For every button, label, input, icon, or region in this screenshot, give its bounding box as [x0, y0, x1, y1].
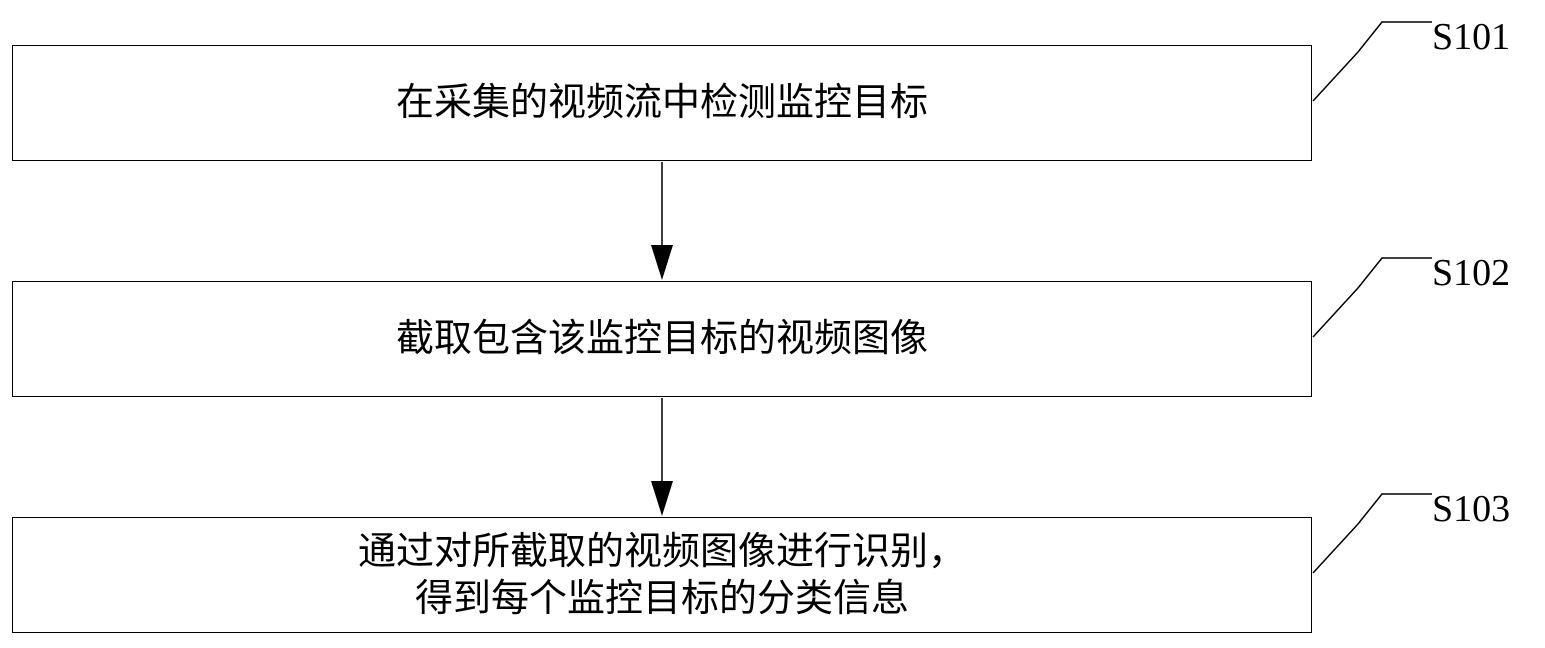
step-label-s103: S103 — [1432, 488, 1511, 530]
step-text-line-1: 通过对所截取的视频图像进行识别， — [357, 528, 966, 573]
step-label-s101: S101 — [1432, 16, 1511, 58]
step-text: 截取包含该监控目标的视频图像 — [395, 316, 928, 361]
leader-line-s101 — [1312, 21, 1432, 102]
step-box-s102: 截取包含该监控目标的视频图像 — [12, 281, 1312, 397]
step-box-s101: 在采集的视频流中检测监控目标 — [12, 45, 1312, 161]
step-text: 在采集的视频流中检测监控目标 — [395, 80, 928, 125]
leader-line-s102 — [1312, 257, 1432, 338]
arrowhead-2-3 — [651, 481, 673, 516]
step-text-line-2: 得到每个监控目标的分类信息 — [414, 576, 909, 620]
step-box-s103: 通过对所截取的视频图像进行识别， 得到每个监控目标的分类信息 — [12, 517, 1312, 633]
step-label-s102: S102 — [1432, 252, 1511, 294]
arrowhead-1-2 — [651, 245, 673, 280]
leader-line-s103 — [1312, 493, 1432, 574]
